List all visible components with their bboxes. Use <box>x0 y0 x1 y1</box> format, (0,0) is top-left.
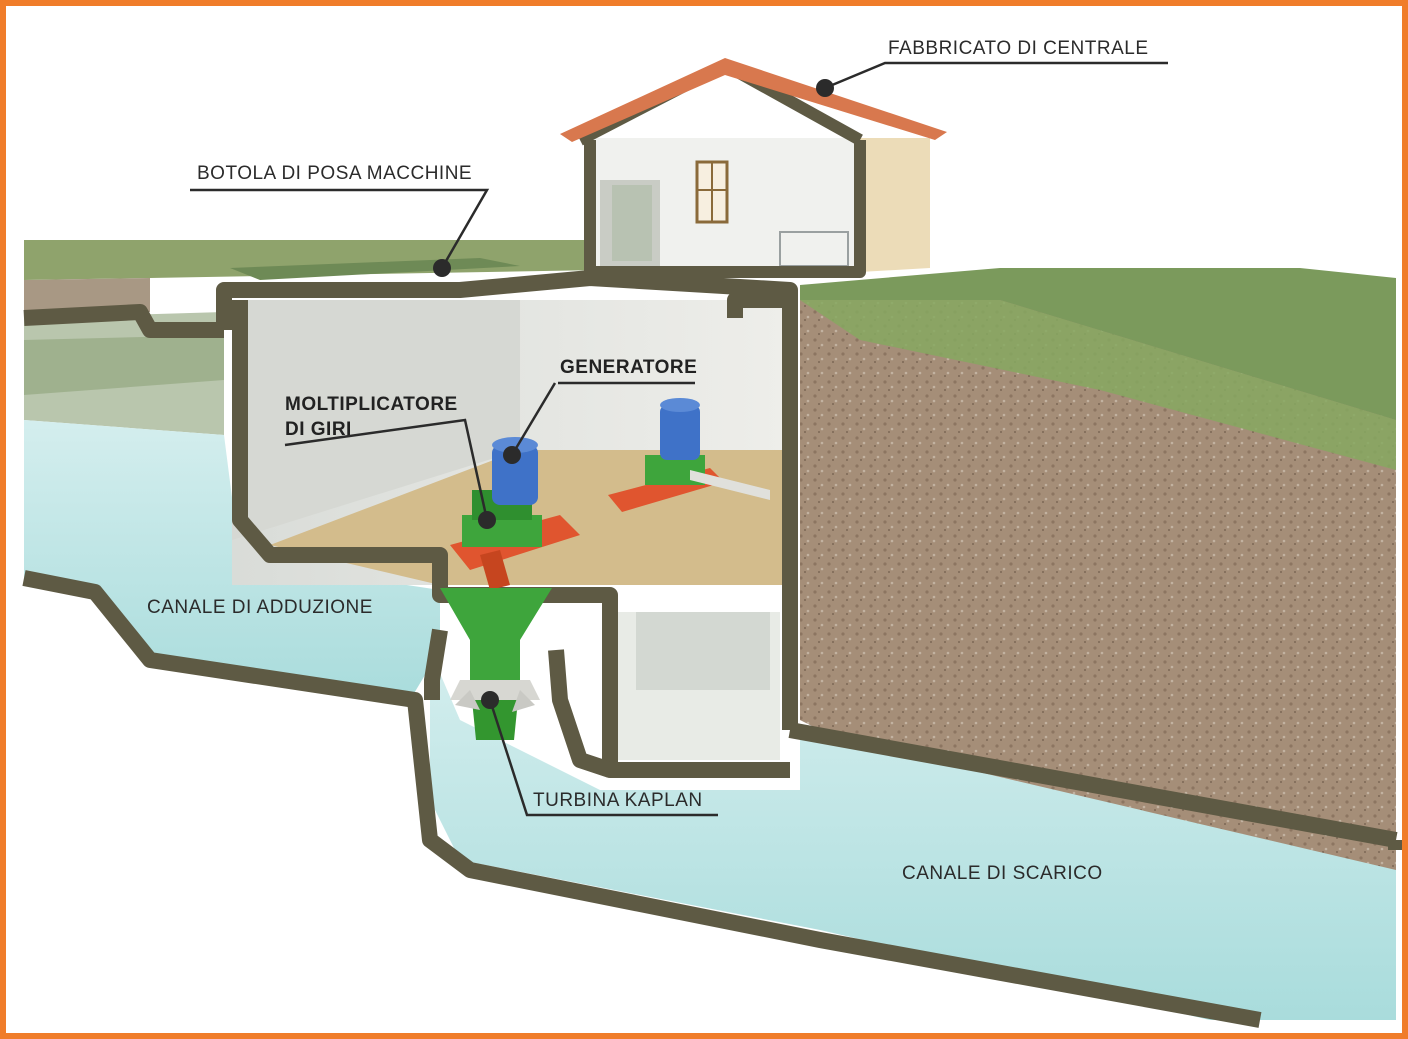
label-turbina: TURBINA KAPLAN <box>533 790 703 811</box>
label-moltiplicatore-1: MOLTIPLICATORE <box>285 394 458 415</box>
label-adduzione: CANALE DI ADDUZIONE <box>147 597 373 618</box>
power-house <box>560 58 947 278</box>
label-scarico: CANALE DI SCARICO <box>902 863 1103 884</box>
tailrace-channel <box>430 650 1396 1020</box>
left-ground <box>24 240 600 435</box>
unit-2-machinery <box>608 398 770 512</box>
callout-dots <box>433 79 834 709</box>
label-generatore: GENERATORE <box>560 357 698 378</box>
kaplan-turbine <box>440 588 552 740</box>
gallery-box <box>612 612 780 760</box>
label-moltiplicatore-2: DI GIRI <box>285 419 352 440</box>
concrete-walls <box>22 270 1398 1028</box>
callout-lines <box>190 61 1168 817</box>
label-fabbricato: FABBRICATO DI CENTRALE <box>888 38 1149 59</box>
label-botola: BOTOLA DI POSA MACCHINE <box>197 163 473 184</box>
unit-1-machinery <box>450 437 580 590</box>
